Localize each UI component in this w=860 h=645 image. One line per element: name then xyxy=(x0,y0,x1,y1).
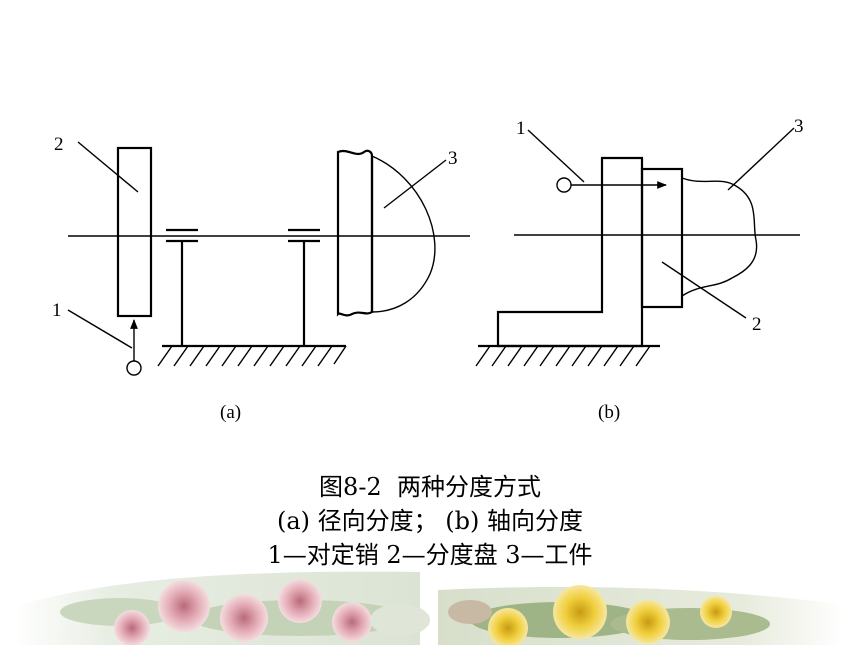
locating-pin-b xyxy=(556,177,667,193)
yellow-roses-image xyxy=(438,585,844,645)
caption-subtitle: (a) 径向分度； (b) 轴向分度 xyxy=(276,507,583,535)
base-bracket-b xyxy=(496,156,644,348)
ground-a xyxy=(157,344,347,367)
label-1-a: 1 xyxy=(52,300,62,321)
leader-2-b xyxy=(661,261,747,319)
locating-pin-a xyxy=(126,319,142,376)
caption-title: 图8-2 两种分度方式 xyxy=(319,473,541,501)
workpiece-a xyxy=(336,149,436,317)
label-3-a: 3 xyxy=(448,148,458,169)
leader-3-a xyxy=(383,159,447,209)
label-2-b: 2 xyxy=(752,314,762,335)
ground-b xyxy=(475,344,660,367)
label-3-b: 3 xyxy=(794,116,804,137)
figure-b: 1 3 2 (b) xyxy=(475,116,804,423)
leader-1-b xyxy=(527,129,585,183)
workpiece-b xyxy=(681,177,758,297)
pink-roses-image xyxy=(13,571,430,645)
index-plate-b xyxy=(640,167,684,309)
sublabel-a: (a) xyxy=(220,402,241,423)
sublabel-b: (b) xyxy=(598,402,620,423)
label-2-a: 2 xyxy=(54,134,64,155)
leader-3-b xyxy=(727,127,795,191)
leader-2-a xyxy=(77,141,139,193)
index-plate-a xyxy=(116,146,153,318)
leader-1-a xyxy=(67,309,133,349)
bearing-support-a-2 xyxy=(288,228,320,346)
caption-legend: 1—对定销 2—分度盘 3—工件 xyxy=(267,541,593,569)
figure-a: 2 1 3 (a) xyxy=(52,134,470,423)
bearing-support-a-1 xyxy=(166,228,198,346)
label-1-b: 1 xyxy=(516,118,526,139)
